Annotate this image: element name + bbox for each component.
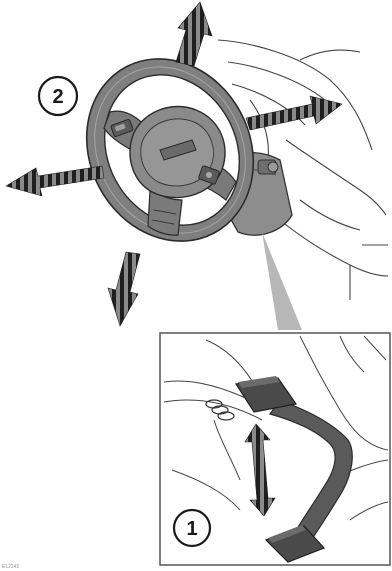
arrow-up	[176, 2, 212, 66]
arrow-right	[246, 96, 342, 130]
callout-steering-adjust-label: 2	[52, 86, 63, 108]
pedal-inset: 1	[160, 333, 390, 565]
image-code: E12245	[2, 564, 19, 570]
column-lever	[258, 160, 278, 174]
arrow-left	[6, 166, 104, 196]
callout-pedal-adjust-label: 1	[186, 518, 197, 540]
inset-pointer	[262, 232, 302, 330]
arrow-down	[108, 252, 140, 326]
callout-pedal-adjust: 1	[174, 510, 210, 546]
callout-steering-adjust: 2	[39, 77, 77, 115]
